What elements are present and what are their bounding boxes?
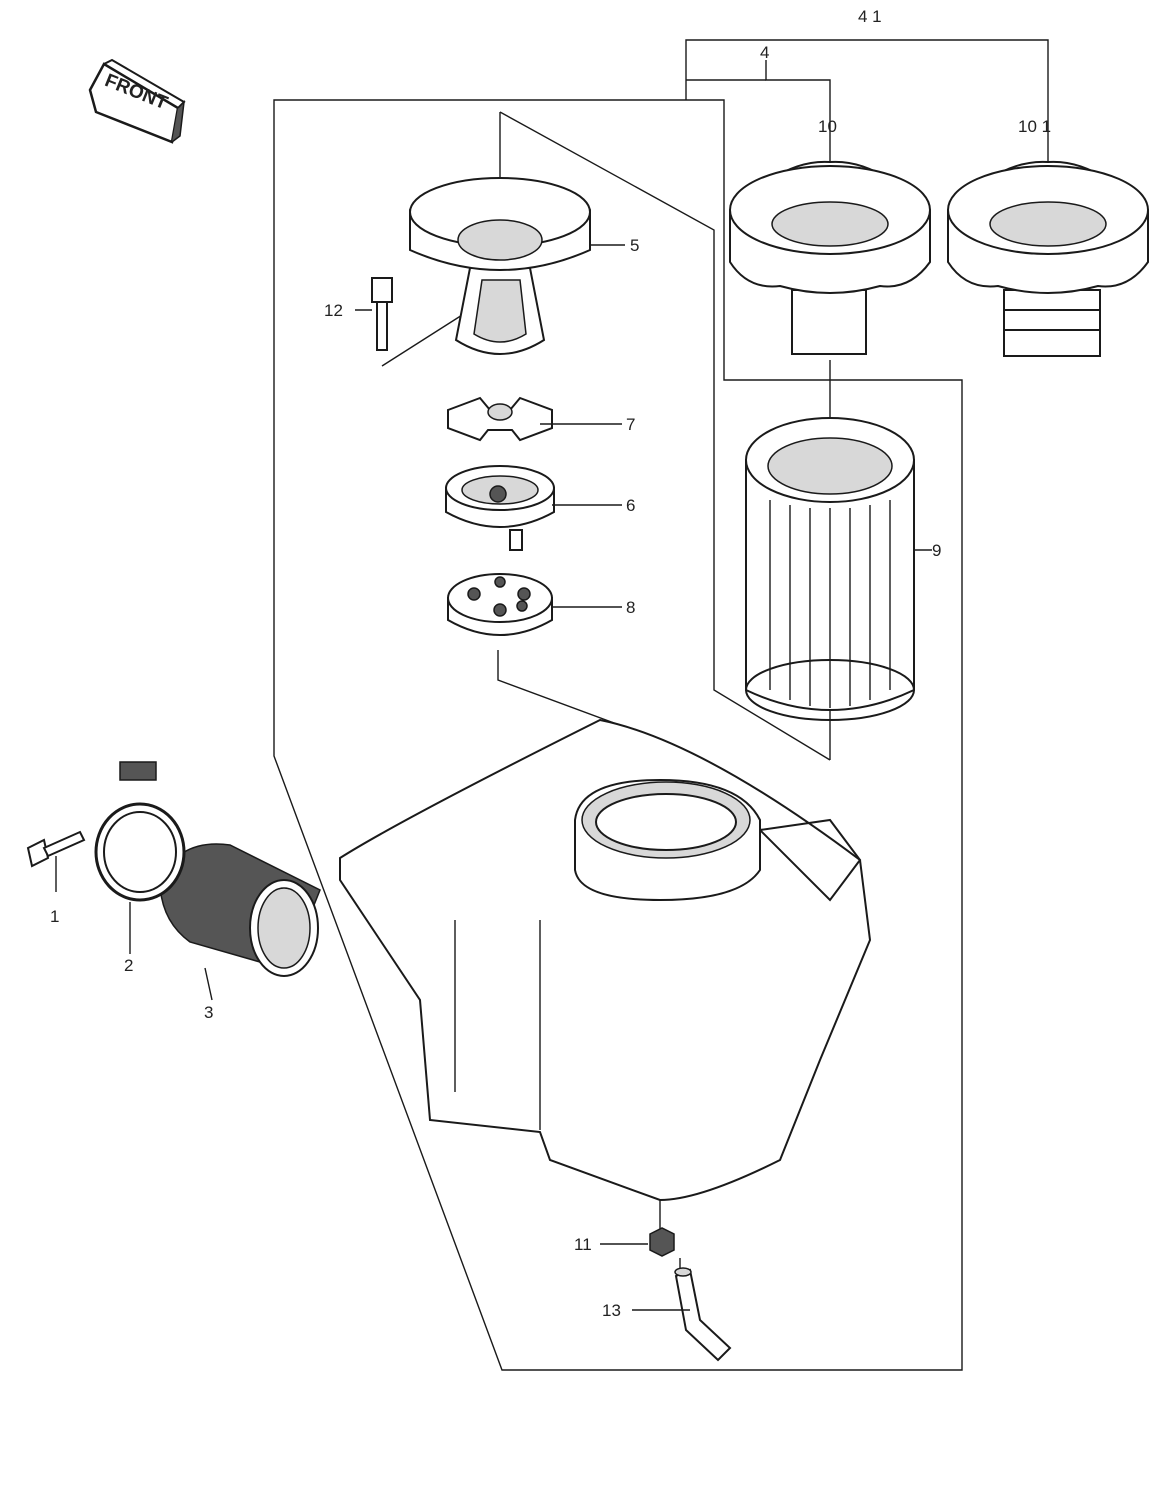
part-9-filter-element: [745, 417, 915, 721]
part-13-drain-tube: [674, 1267, 732, 1362]
label-10-1: 10 1: [1018, 117, 1051, 136]
part-labels: 4 1 4 10 10 1 5 12 7 6 9 8 1 2 3 11 13: [50, 7, 1051, 1320]
label-12: 12: [324, 301, 343, 320]
air-cleaner-housing: [339, 718, 872, 1202]
label-1: 1: [50, 907, 59, 926]
label-13: 13: [602, 1301, 621, 1320]
part-3-intake-tube: [159, 843, 321, 977]
label-6: 6: [626, 496, 635, 515]
part-7-rubber-damper: [447, 396, 553, 442]
part-6-valve-holder: [445, 465, 555, 551]
part-8-perforated-plate: [447, 573, 553, 636]
label-9: 9: [932, 541, 941, 560]
part-10-cap: [729, 160, 931, 355]
part-5-velocity-stack: [409, 177, 591, 355]
label-10: 10: [818, 117, 837, 136]
part-1-screw: [26, 830, 86, 868]
part-10-1-cap: [947, 160, 1149, 357]
label-8: 8: [626, 598, 635, 617]
top-assembly-brackets: [685, 39, 1049, 162]
leader-lines: [129, 244, 932, 1311]
label-4: 4: [760, 43, 769, 62]
label-11: 11: [574, 1235, 592, 1254]
label-3: 3: [204, 1003, 213, 1022]
label-4-1: 4 1: [858, 7, 882, 26]
label-5: 5: [630, 236, 639, 255]
part-12-bolt: [371, 277, 393, 351]
part-11-nut: [649, 1227, 675, 1257]
assembly-outline: [273, 99, 963, 1371]
label-2: 2: [124, 956, 133, 975]
part-2-hose-clamp: [94, 761, 186, 902]
label-7: 7: [626, 415, 635, 434]
front-direction-badge: FRONT: [88, 58, 186, 144]
